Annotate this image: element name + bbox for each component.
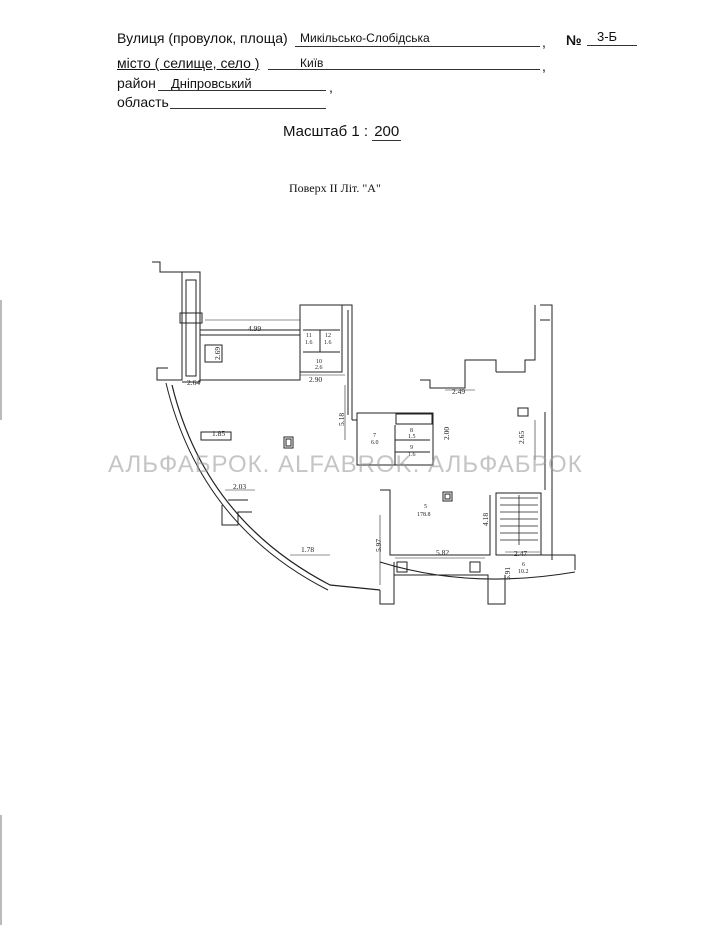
number-value: 3-Б [597, 29, 618, 44]
room-11-number: 11 [306, 333, 312, 339]
plan-left-column [182, 271, 201, 383]
room-12-area: 1.6 [324, 340, 332, 346]
room-6-number: 6 [522, 562, 525, 568]
plan-left-column-inner [185, 279, 197, 377]
dim-1-85: 1.85 [212, 429, 225, 438]
plan-stairwell [495, 492, 542, 556]
dim-1-78: 1.78 [301, 545, 314, 554]
dim-2-00: 2.00 [442, 427, 451, 440]
dim-5-18: 5.18 [337, 413, 346, 426]
district-value: Дніпровський [171, 76, 252, 91]
room-9-number: 9 [410, 445, 413, 451]
city-label: місто ( селище, село ) [117, 55, 260, 71]
room-8-number: 8 [410, 428, 413, 434]
floor-title: Поверх II Літ. "А" [289, 181, 381, 195]
region-label: область [117, 94, 169, 110]
district-label: район [117, 75, 156, 91]
dim-2-47: 2.47 [514, 549, 527, 558]
room-10-area: 2.6 [315, 365, 323, 371]
scale-label: Масштаб 1 : [283, 123, 369, 140]
plan-utility-block [299, 304, 343, 373]
city-underline [268, 69, 540, 70]
plan-door-box [204, 344, 223, 363]
district-comma: , [329, 79, 333, 95]
dim-2-69: 2.69 [213, 347, 222, 360]
room-9-area: 1.6 [408, 452, 416, 458]
city-comma: , [542, 58, 546, 74]
scan-edge-mark [0, 300, 2, 420]
room-11-area: 1.6 [305, 340, 313, 346]
plan-curved-facade [171, 384, 381, 591]
room-8-area: 1.5 [408, 434, 416, 440]
plan-shaft-wall [342, 304, 353, 420]
room-10-number: 10 [316, 359, 322, 365]
street-comma: , [542, 34, 546, 50]
dim-2-65: 2.65 [517, 431, 526, 444]
number-underline [587, 45, 637, 46]
plan-left-wall [152, 261, 183, 381]
district-underline [158, 90, 326, 91]
watermark: АЛЬФАБРОК. ALFABROK. АЛЬФАБРОК [108, 451, 583, 478]
dim-4-18: 4.18 [481, 513, 490, 526]
dim-2-64: 2.64 [187, 378, 200, 387]
street-value: Микільсько-Слобідська [300, 31, 430, 45]
dim-2-90: 2.90 [309, 375, 322, 384]
scale: Масштаб 1 : 200 [283, 123, 402, 141]
scale-value: 200 [372, 123, 402, 141]
dim-5-91: 5.91 [503, 567, 512, 580]
region-underline [170, 108, 326, 109]
room-5-number: 5 [424, 504, 427, 510]
plan-lower-facade [379, 561, 576, 580]
room-7-number: 7 [373, 433, 376, 439]
street-underline [295, 46, 540, 47]
plan-column-cap [179, 312, 203, 324]
city-value: Київ [300, 56, 324, 70]
room-6-area: 10.2 [518, 569, 529, 575]
room-5-area: 178.8 [417, 512, 431, 518]
street-label: Вулиця (провулок, площа) [117, 30, 288, 46]
dim-5-97: 5.97 [374, 539, 383, 552]
dim-2-03: 2.03 [233, 482, 246, 491]
room-7-area: 6.0 [371, 440, 379, 446]
dim-5-82: 5.82 [436, 548, 449, 557]
plan-column-mark [283, 436, 294, 449]
dim-4-99: 4.99 [248, 324, 261, 333]
scan-edge-mark [0, 815, 2, 925]
room-12-number: 12 [325, 333, 331, 339]
number-label: № [566, 32, 582, 48]
dim-2-49: 2.49 [452, 387, 465, 396]
